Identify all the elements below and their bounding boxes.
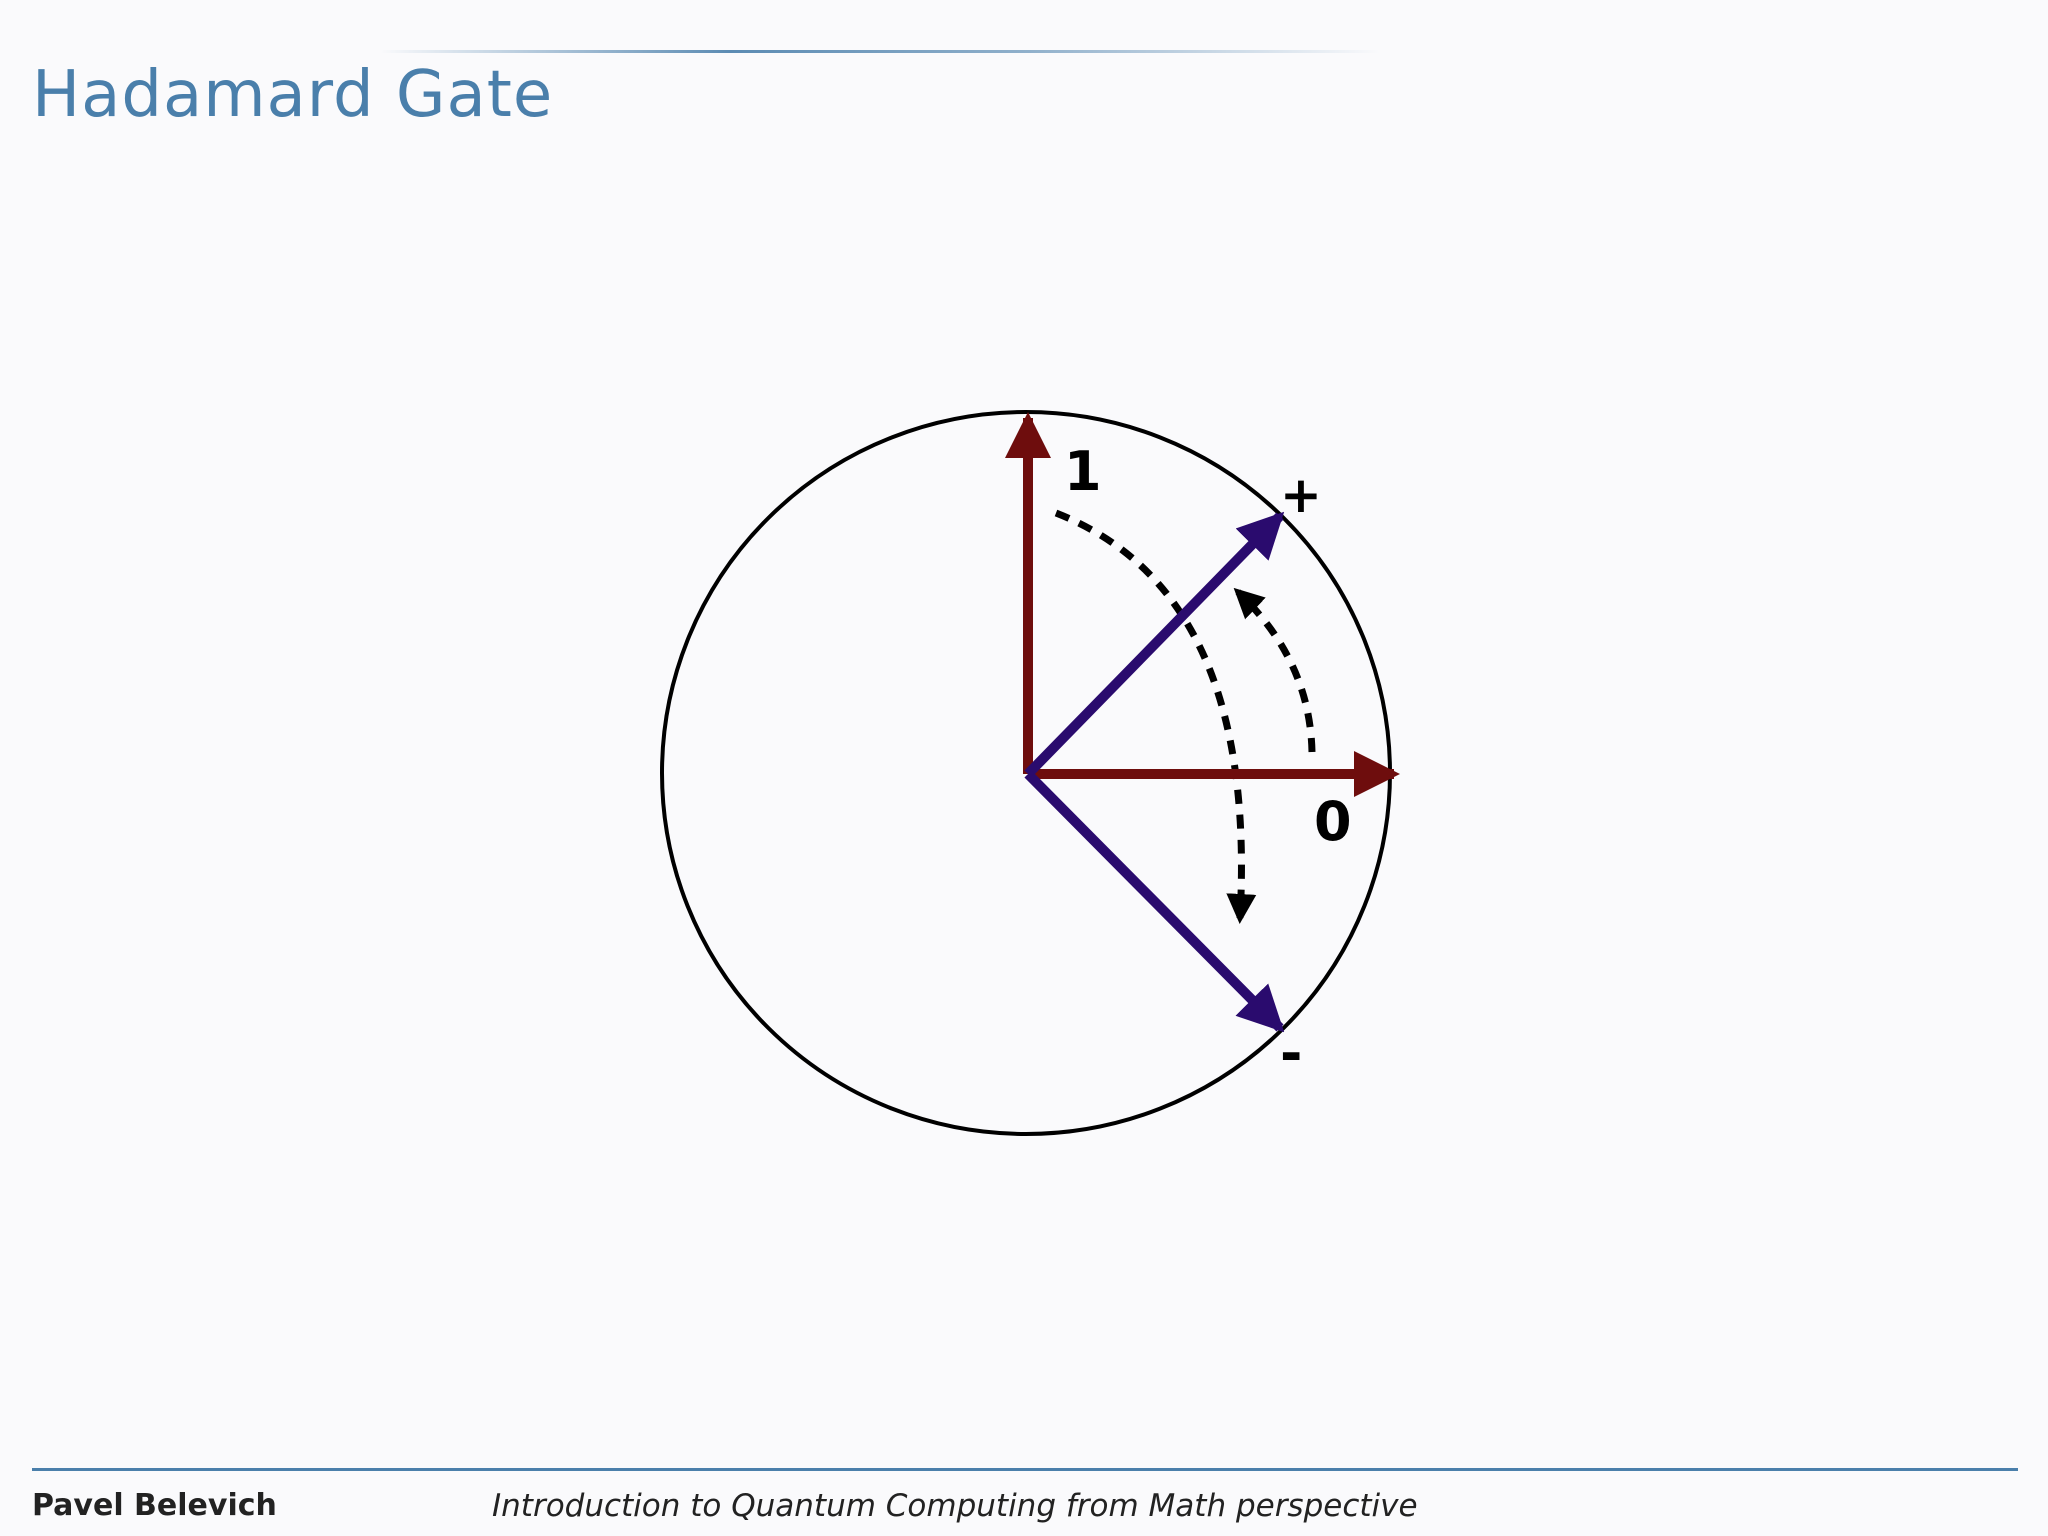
header-rule	[380, 50, 1380, 53]
slide-title: Hadamard Gate	[32, 58, 554, 132]
rotation-arc-zero-to-plus	[1233, 587, 1316, 753]
rotation-arc-one-to-minus	[1054, 509, 1257, 924]
hadamard-vector-plus	[1024, 511, 1285, 778]
state-label-minus: -	[1280, 1022, 1302, 1085]
footer-presentation-title: Introduction to Quantum Computing from M…	[492, 1488, 1418, 1524]
footer-author: Pavel Belevich	[32, 1488, 277, 1523]
state-label-zero: 0	[1314, 790, 1352, 853]
footer-rule	[32, 1468, 2018, 1471]
hadamard-vector-minus	[1024, 770, 1285, 1033]
state-label-one: 1	[1064, 440, 1102, 503]
state-label-plus: +	[1280, 466, 1322, 524]
